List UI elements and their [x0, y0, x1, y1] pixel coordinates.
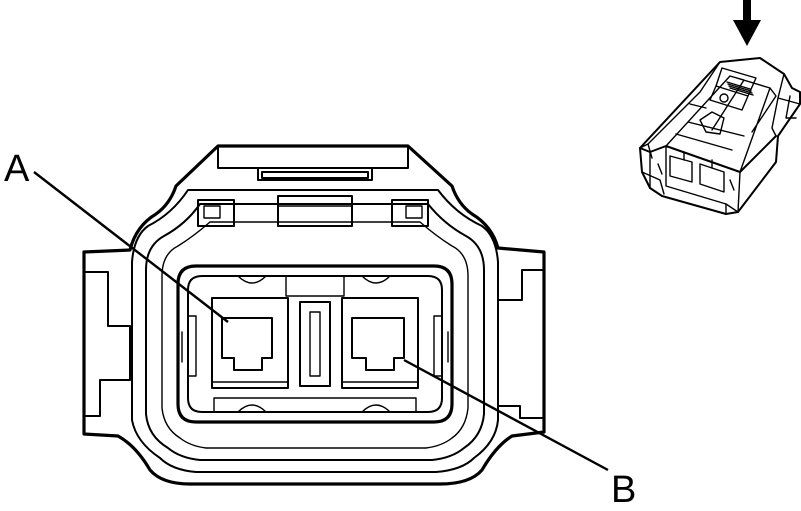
terminal-cavity-b: [341, 297, 419, 389]
cavity-side-latch-left: [181, 315, 197, 377]
upper-clip-right: [391, 199, 429, 227]
left-flange: [83, 251, 131, 435]
iso-front-opening-right: [699, 163, 725, 193]
shell-contour-4: [161, 221, 469, 449]
iso-right-side: [771, 73, 801, 137]
terminal-cavity-a: [211, 297, 289, 389]
iso-front-opening-left: [669, 155, 693, 183]
cavity-bumps-top: [237, 275, 391, 297]
upper-clip-center: [277, 195, 353, 227]
latch-top-inner: [261, 171, 369, 179]
connector-face-view: [82, 144, 546, 486]
cavity-frame-inner: [187, 275, 443, 413]
callout-a: A: [4, 148, 229, 323]
iso-front-tabs: [657, 151, 735, 191]
housing-outline: [82, 144, 546, 486]
iso-bottom-edge: [641, 171, 727, 215]
callout-b: B: [403, 358, 636, 511]
iso-front-lower: [649, 145, 741, 213]
cavity-bumps-bottom: [213, 397, 417, 413]
upper-clip-left: [197, 199, 235, 227]
shell-contour-2: [131, 189, 499, 473]
callout-a-label: A: [4, 148, 30, 190]
iso-round-pad: [719, 93, 729, 103]
connector-isometric-view: [639, 57, 801, 215]
iso-top-deck: [665, 75, 777, 173]
iso-body-outline: [639, 57, 801, 215]
cavity-frame-outer: [176, 264, 454, 424]
callout-b-label: B: [611, 469, 636, 511]
center-divider: [299, 301, 331, 387]
callout-b-leader: [403, 358, 609, 472]
iso-latch-arm: [709, 67, 757, 111]
iso-center-post: [699, 111, 725, 135]
arrow-down-icon: [733, 0, 761, 46]
right-flange: [497, 251, 545, 433]
iso-latch-ribs: [726, 81, 754, 96]
callout-a-leader: [33, 171, 229, 323]
shell-contour-3: [145, 203, 485, 461]
cavity-side-latch-right: [433, 315, 449, 377]
iso-left-side: [639, 61, 721, 159]
latch-top: [217, 145, 409, 181]
